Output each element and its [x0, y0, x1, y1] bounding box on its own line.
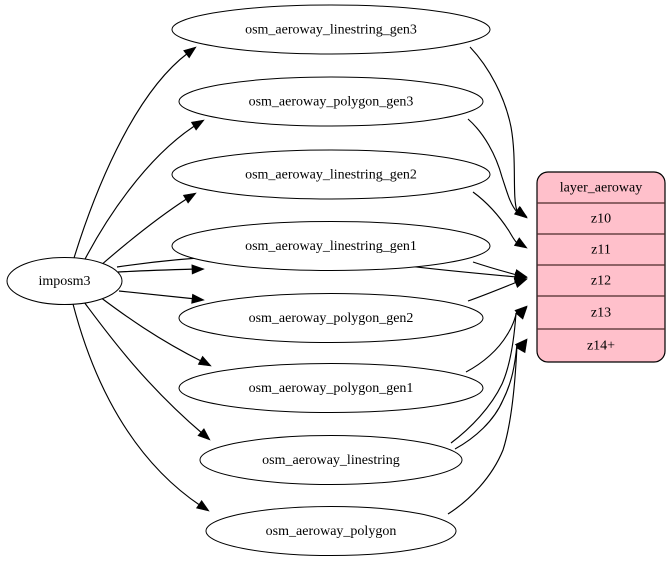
layer-node-background [536, 171, 666, 363]
node-outline [178, 363, 484, 413]
edge-line [467, 118, 518, 213]
node-label: osm_aeroway_linestring_gen1 [245, 239, 417, 254]
arrowhead-icon [183, 46, 197, 59]
edge-imposm3-to-linestring_gen2 [99, 192, 197, 267]
arrowhead-icon [191, 293, 205, 304]
node-outline [178, 293, 484, 343]
nodes-layer: imposm3 osm_aeroway_linestring_gen3 osm_ae… [6, 4, 491, 556]
node-osm_aeroway_polygon[interactable]: osm_aeroway_polygon [205, 506, 457, 556]
edge-imposm3-to-polygon_gen3 [83, 119, 205, 262]
edge-line [83, 124, 197, 262]
node-label: osm_aeroway_polygon_gen2 [249, 311, 414, 326]
layer-row-z14+[interactable]: z14+ [587, 339, 615, 354]
node-osm_aeroway_polygon_gen1[interactable]: osm_aeroway_polygon_gen1 [178, 363, 484, 413]
layer-row-z10[interactable]: z10 [591, 212, 611, 227]
node-osm_aeroway_linestring_gen1[interactable]: osm_aeroway_linestring_gen1 [171, 221, 491, 271]
arrowhead-icon [191, 264, 205, 275]
node-label: osm_aeroway_linestring [262, 453, 400, 468]
node-label: osm_aeroway_linestring_gen2 [245, 168, 417, 183]
node-outline [6, 257, 123, 305]
edge-line [450, 312, 517, 444]
node-osm_aeroway_linestring_gen3[interactable]: osm_aeroway_linestring_gen3 [171, 4, 491, 55]
edge-imposm3-to-linestring_gen1 [117, 264, 205, 275]
node-outline [178, 76, 484, 127]
edge-line [469, 46, 518, 212]
arrowhead-icon [190, 119, 205, 131]
arrowhead-icon [182, 192, 197, 204]
node-outline [171, 221, 491, 271]
edge-linestring_gen3-to-z10 [469, 46, 528, 218]
edge-line [117, 268, 197, 273]
node-label: osm_aeroway_polygon [266, 524, 397, 539]
edge-polygon_gen2-to-z12 [467, 278, 528, 302]
edge-line [99, 197, 189, 267]
edge-linestring_gen2-to-z11 [472, 191, 528, 249]
arrowhead-icon [515, 306, 528, 320]
edge-line [454, 343, 518, 450]
edge-line [472, 261, 518, 276]
edge-line [472, 191, 518, 244]
node-outline [205, 506, 457, 556]
node-label: osm_aeroway_linestring_gen3 [245, 23, 417, 38]
arrowhead-icon [195, 499, 210, 512]
edge-line [73, 52, 189, 259]
arrowhead-icon [514, 206, 528, 219]
node-label: osm_aeroway_polygon_gen3 [249, 95, 414, 110]
node-osm_aeroway_linestring_gen2[interactable]: osm_aeroway_linestring_gen2 [171, 149, 491, 200]
layer-row-header[interactable]: layer_aeroway [560, 181, 642, 196]
node-imposm3[interactable]: imposm3 [6, 257, 123, 305]
arrowhead-icon [197, 355, 212, 367]
layer-row-z13[interactable]: z13 [591, 306, 611, 321]
edge-imposm3-to-linestring [83, 301, 211, 441]
node-outline [171, 4, 491, 55]
arrowhead-icon [197, 428, 211, 441]
edge-linestring-to-z13 [450, 306, 528, 444]
edge-line [467, 281, 518, 302]
node-osm_aeroway_linestring[interactable]: osm_aeroway_linestring [199, 435, 463, 485]
layer-row-z11[interactable]: z11 [591, 243, 611, 258]
node-osm_aeroway_polygon_gen3[interactable]: osm_aeroway_polygon_gen3 [178, 76, 484, 127]
arrowhead-icon [513, 237, 528, 249]
edge-imposm3-to-polygon_gen1 [99, 296, 212, 367]
edge-imposm3-to-linestring_gen3 [73, 46, 197, 259]
edge-line [72, 303, 202, 507]
node-label: imposm3 [38, 274, 90, 289]
edge-imposm3-to-polygon_gen2 [118, 290, 205, 304]
arrowhead-icon [513, 278, 528, 288]
node-outline [199, 435, 463, 485]
edge-imposm3-to-polygon [72, 303, 210, 512]
edge-line [99, 296, 204, 363]
layer-row-z12[interactable]: z12 [591, 274, 611, 289]
edge-line [447, 344, 518, 515]
edge-line [118, 290, 197, 300]
node-label: osm_aeroway_polygon_gen1 [249, 381, 414, 396]
edge-polygon_gen3-to-z10 [467, 118, 528, 219]
node-outline [171, 149, 491, 200]
layer-aeroway-record-node[interactable]: layer_aeroway z10 z11 z12 z13 z14+ [536, 171, 666, 363]
edge-line [83, 301, 204, 435]
arrowhead-icon [516, 339, 528, 354]
node-osm_aeroway_polygon_gen2[interactable]: osm_aeroway_polygon_gen2 [178, 293, 484, 343]
edge-polygon-to-z14 [447, 339, 528, 515]
